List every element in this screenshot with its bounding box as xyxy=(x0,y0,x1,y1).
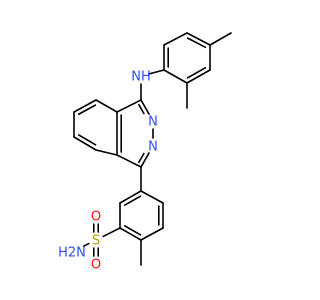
bond-double-c_b7-c_b8-inner xyxy=(77,134,97,146)
atom-label-o2: O xyxy=(91,258,101,273)
bond-single-c_d4-aNH xyxy=(147,69,165,75)
bond-double-c_r1-c_r2-inner xyxy=(123,195,142,206)
bond-single-c_p8a-c_p1 xyxy=(116,99,142,113)
atom-label-n2: N xyxy=(148,140,158,155)
bond-single-c_b8-c_p4a xyxy=(95,149,118,156)
bond-single-c_d2-c_d3 xyxy=(163,32,188,46)
atom-label-s: S xyxy=(92,234,100,249)
atom-label-layer: NH H2N NN SO O xyxy=(58,70,158,273)
bond-single-c_r6-c_r1 xyxy=(140,190,164,204)
bond-double-c_b5-c_b6 xyxy=(73,99,97,113)
bond-double-c_p1-aN1 xyxy=(140,99,150,115)
bond-double-c_d1-c_d2-inner xyxy=(186,37,207,49)
bond-double-aN2-c_p4-inner xyxy=(138,152,145,164)
atom-label-o1: O xyxy=(91,210,101,225)
bond-double-c_d5-c_d6 xyxy=(186,69,211,84)
atom-label-h2n: H2N xyxy=(58,246,86,261)
bond-double-c_b5-c_b6-inner xyxy=(77,104,97,116)
bond-single-c_p8a-c_b5 xyxy=(95,99,118,113)
bond-double-c_p1-aN1-inner xyxy=(138,103,145,115)
bond-single-c_r4-c_r5 xyxy=(140,227,164,241)
bond-double-c_b7-c_b8 xyxy=(73,136,97,151)
atom-label-nh: NH xyxy=(131,70,151,85)
atom-label-n1: N xyxy=(148,115,158,130)
bond-double-c_r3-c_r4-inner xyxy=(123,225,142,236)
bond-double-c_r1-c_r2 xyxy=(119,190,142,204)
bond-single-aS-aH2N xyxy=(82,242,90,247)
bond-single-c_me1-c_d1 xyxy=(209,32,232,46)
molecule-structure-diagram: NH H2N NN SO O xyxy=(58,32,232,273)
bond-double-c_r3-c_r4 xyxy=(119,227,142,241)
bond-single-c_p4-c_p4a xyxy=(116,154,142,168)
bond-single-c_r3-aS xyxy=(102,227,121,238)
bond-double-c_d1-c_d2 xyxy=(186,32,211,46)
bond-layer xyxy=(73,32,232,266)
bond-double-aN2-c_p4 xyxy=(140,152,150,168)
bond-double-c_d5-c_d6-inner xyxy=(186,67,207,79)
bond-single-c_d4-c_d5 xyxy=(163,69,188,84)
